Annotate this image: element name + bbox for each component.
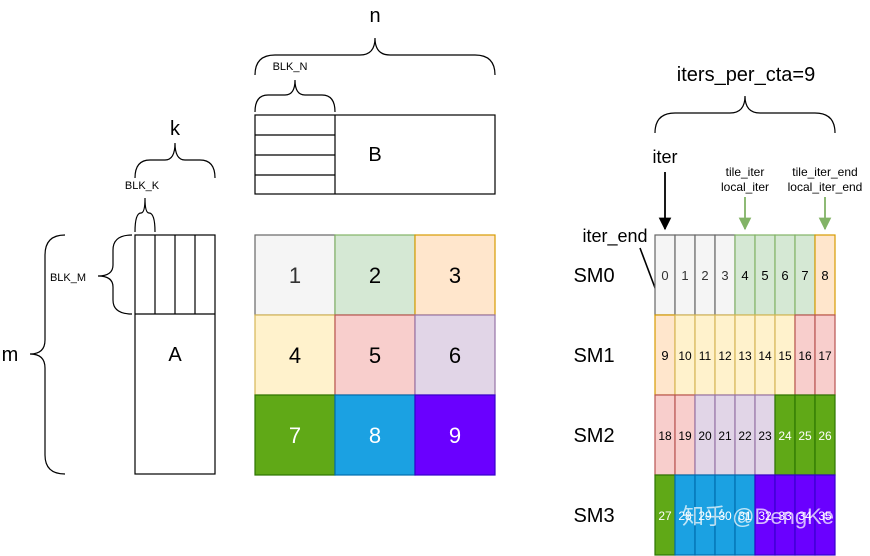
- local-iter-end-label: local_iter_end: [788, 180, 863, 194]
- tile-iter-label: tile_iter: [726, 165, 765, 179]
- output-tile-label: 4: [289, 343, 301, 368]
- n-label: n: [369, 5, 380, 27]
- iteration-cell-label: 8: [821, 268, 828, 283]
- output-tile-4: [254, 314, 336, 396]
- iteration-cell-label: 20: [698, 429, 712, 443]
- output-tile-grid: 1 2 3 4 5 6 7 8 9: [254, 234, 496, 476]
- iteration-cell-label: 13: [738, 349, 752, 363]
- output-tile-label: 9: [449, 423, 461, 448]
- iteration-cell-label: 9: [661, 348, 668, 363]
- iteration-cell-label: 28: [678, 509, 692, 523]
- iteration-cell-label: 16: [798, 349, 812, 363]
- iteration-cell-label: 1: [681, 268, 688, 283]
- iteration-cell-label: 10: [678, 349, 692, 363]
- output-tile-7: [254, 394, 336, 476]
- iter-label: iter: [652, 147, 677, 167]
- iteration-cell-label: 3: [721, 268, 728, 283]
- watermark: 知乎 @DengKe: [682, 504, 834, 529]
- iteration-cell-label: 22: [738, 429, 752, 443]
- iteration-cell-label: 15: [778, 349, 792, 363]
- output-tile-label: 6: [449, 343, 461, 368]
- blk-k-label: BLK_K: [125, 180, 160, 192]
- k-label: k: [170, 118, 181, 140]
- iteration-cell-label: 5: [761, 268, 768, 283]
- iteration-cell-label: 25: [798, 429, 812, 443]
- sm-row-label: SM0: [573, 265, 614, 287]
- m-brace: [29, 234, 66, 475]
- iteration-cell-label: 19: [678, 429, 692, 443]
- iters-per-cta-brace: [654, 95, 836, 134]
- iteration-cell-label: 12: [718, 349, 732, 363]
- iteration-cell-label: 2: [701, 268, 708, 283]
- tile-iter-end-label: tile_iter_end: [792, 165, 857, 179]
- iters-per-cta-label: iters_per_cta=9: [677, 64, 815, 86]
- matrix-b: n BLK_N B: [254, 5, 496, 195]
- output-tile-5: [334, 314, 416, 396]
- n-brace: [254, 37, 496, 76]
- iteration-cell-label: 7: [801, 268, 808, 283]
- iteration-cell-label: 18: [658, 429, 672, 443]
- matrix-a-rect: [134, 234, 216, 475]
- sm-row-label: SM3: [573, 505, 614, 527]
- iteration-cell-label: 11: [699, 349, 712, 363]
- sm-row-label: SM2: [573, 425, 614, 447]
- output-tile-8: [334, 394, 416, 476]
- iteration-cell-label: 33: [778, 509, 792, 523]
- iteration-cell-label: 23: [758, 429, 772, 443]
- output-tile-label: 7: [289, 423, 301, 448]
- matrix-b-name: B: [368, 144, 381, 166]
- k-brace: [134, 142, 216, 179]
- iteration-cell-label: 34: [798, 509, 812, 523]
- iter-end-label: iter_end: [582, 226, 647, 247]
- iteration-cell-label: 26: [818, 429, 832, 443]
- iteration-cell-label: 21: [718, 429, 732, 443]
- sm-row-label: SM1: [573, 345, 614, 367]
- stream-k-diagram: iters_per_cta=9 iter iter_end tile_iter …: [573, 64, 863, 556]
- iteration-cell-label: 27: [658, 509, 672, 523]
- blk-m-brace: [97, 234, 133, 315]
- output-tile-9: [414, 394, 496, 476]
- blk-k-brace: [134, 197, 156, 233]
- iteration-cell-label: 30: [718, 509, 732, 523]
- local-iter-label: local_iter: [721, 180, 769, 194]
- matrix-a-name: A: [168, 344, 182, 366]
- m-label: m: [2, 344, 19, 366]
- iteration-cell-label: 29: [698, 509, 712, 523]
- iteration-cell-label: 14: [758, 349, 772, 363]
- iteration-cell-label: 0: [661, 268, 668, 283]
- iteration-cell-label: 4: [741, 268, 748, 283]
- output-tile-6: [414, 314, 496, 396]
- output-tile-label: 1: [289, 263, 301, 288]
- matrix-a: k BLK_K m BLK_M A: [2, 118, 216, 475]
- blk-n-label: BLK_N: [273, 61, 308, 73]
- blk-n-brace: [254, 79, 336, 113]
- output-tile-label: 2: [369, 263, 381, 288]
- output-tile-label: 3: [449, 263, 461, 288]
- output-tile-label: 5: [369, 343, 381, 368]
- blk-m-label: BLK_M: [50, 272, 86, 284]
- iteration-cell-label: 6: [781, 268, 788, 283]
- iteration-cell-label: 31: [738, 509, 752, 523]
- iteration-cell-label: 35: [818, 509, 832, 523]
- iteration-cell-label: 24: [778, 429, 792, 443]
- output-tile-label: 8: [369, 423, 381, 448]
- iteration-cell: [814, 474, 836, 556]
- iteration-cell-label: 32: [758, 509, 772, 523]
- iteration-cell-label: 17: [818, 349, 832, 363]
